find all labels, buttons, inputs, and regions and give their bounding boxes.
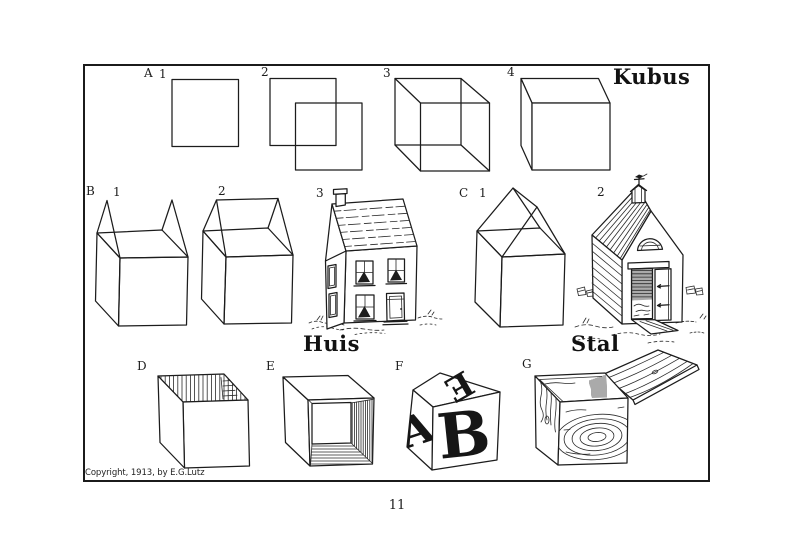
title-stal: Stal xyxy=(571,331,620,356)
house-window-lower-left xyxy=(353,294,377,322)
block-letter-front: B xyxy=(434,396,494,474)
figure-e-hollow-cube xyxy=(282,374,375,467)
step-b1-label: 1 xyxy=(113,185,121,199)
section-f-label: F xyxy=(395,359,404,373)
step-c2-label: 2 xyxy=(597,185,605,199)
title-kubus: Kubus xyxy=(613,64,691,89)
figure-b3-house-drawing xyxy=(308,188,443,335)
section-a-label: A xyxy=(144,66,153,80)
house-chimney xyxy=(332,188,348,208)
step-a1-label: 1 xyxy=(159,67,167,81)
step-c1-label: 1 xyxy=(479,186,487,200)
section-e-label: E xyxy=(266,359,275,373)
figure-d-open-box xyxy=(157,373,251,469)
house-window-upper-left xyxy=(353,260,376,287)
stable-door-panel xyxy=(654,268,672,322)
house-facade xyxy=(343,245,418,324)
step-a4-label: 4 xyxy=(507,65,515,79)
section-c-label: C xyxy=(459,186,469,200)
figure-b2-house-form xyxy=(200,197,294,325)
figure-c2-stable-drawing xyxy=(574,173,707,344)
figure-g-wooden-box xyxy=(534,349,700,466)
house-door xyxy=(382,292,409,326)
step-a3-label: 3 xyxy=(383,66,391,80)
figure-c1-stable-form xyxy=(474,187,566,328)
figure-a4-solid-cube xyxy=(520,77,611,171)
step-b3-label: 3 xyxy=(316,186,324,200)
page-number: 11 xyxy=(388,498,406,513)
section-g-label: G xyxy=(522,357,532,371)
title-huis: Huis xyxy=(303,331,360,356)
step-a2-label: 2 xyxy=(261,65,269,79)
figure-a1-square xyxy=(171,78,240,148)
stable-ramp xyxy=(630,318,679,335)
house-side-windows xyxy=(327,263,338,319)
copyright-line: Copyright, 1913, by E.G.Lutz xyxy=(85,468,205,478)
box-lid xyxy=(602,349,700,406)
stable-cupola xyxy=(629,183,648,204)
step-b2-label: 2 xyxy=(218,184,226,198)
stable-door xyxy=(627,260,670,320)
figure-f-letter-block: E A B xyxy=(406,362,501,474)
stable-ground xyxy=(574,313,707,344)
figure-a3-wireframe-cube xyxy=(394,77,491,172)
house-window-upper-right xyxy=(385,258,408,285)
section-b-label: B xyxy=(86,184,95,198)
house-roof xyxy=(331,198,418,252)
section-d-label: D xyxy=(137,359,147,373)
figure-a2-overlapping-squares xyxy=(269,77,363,171)
stable-side-wall xyxy=(591,234,623,325)
figure-b1-cube-with-gables xyxy=(94,199,189,327)
stable-gable-louver xyxy=(636,238,664,252)
stable-weathervane xyxy=(633,173,648,186)
stable-rocks xyxy=(576,285,704,297)
